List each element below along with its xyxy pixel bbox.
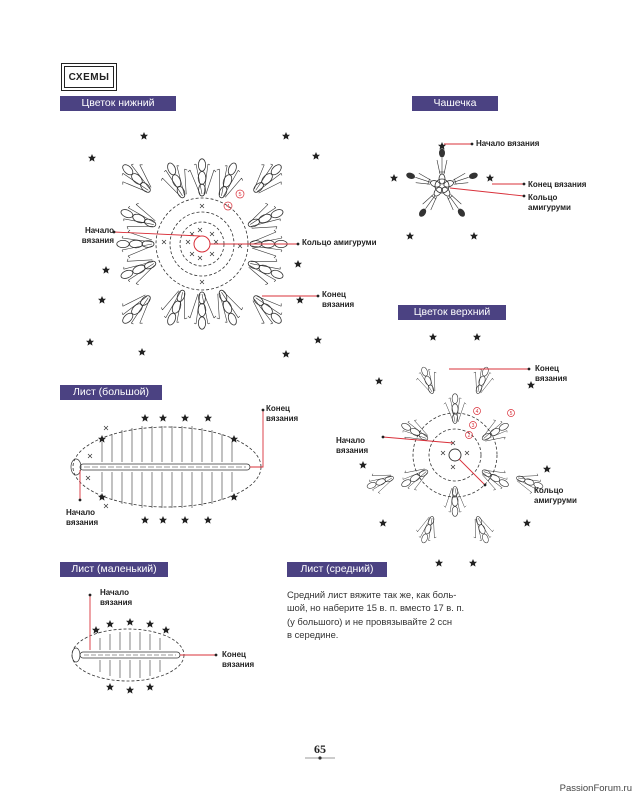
top-flower-ring-label: Кольцо амигуруми — [534, 486, 577, 505]
bottom-flower-title: Цветок нижний — [60, 96, 176, 111]
big-leaf-diagram — [70, 408, 265, 524]
cup-start-label: Начало вязания — [476, 139, 540, 148]
schemes-label: СХЕМЫ — [64, 66, 114, 88]
page-number: 65 — [314, 742, 326, 756]
top-flower-diagram: 4 5 2 3 — [359, 333, 551, 567]
bottom-flower-ring-label: Кольцо амигуруми — [302, 238, 377, 247]
medium-leaf-title: Лист (средний) — [287, 562, 387, 577]
svg-text:4: 4 — [226, 204, 229, 210]
svg-text:4: 4 — [476, 409, 479, 415]
medium-leaf-note: Средний лист вяжите так же, как боль- шо… — [287, 589, 465, 641]
page-ornament — [305, 756, 335, 760]
bottom-flower-start-label: Начало вязания — [81, 226, 114, 245]
top-flower-start-label: Начало вязания — [336, 436, 369, 455]
svg-text:5: 5 — [238, 192, 241, 198]
svg-text:5: 5 — [510, 411, 513, 417]
svg-text:3: 3 — [472, 423, 475, 429]
big-leaf-start-label: Начало вязания — [66, 508, 99, 527]
bottom-flower-diagram: 4 5 — [86, 132, 322, 358]
big-leaf-title: Лист (большой) — [60, 385, 162, 400]
cup-ring-label: Кольцо амигуруми — [528, 193, 571, 212]
small-leaf-diagram — [71, 593, 218, 694]
cup-diagram — [390, 142, 526, 240]
big-leaf-end-label: Конец вязания — [266, 404, 299, 423]
watermark: PassionForum.ru — [559, 783, 632, 794]
svg-text:2: 2 — [468, 433, 471, 439]
top-flower-title: Цветок верхний — [398, 305, 506, 320]
small-leaf-start-label: Начало вязания — [100, 588, 133, 607]
small-leaf-title: Лист (маленький) — [60, 562, 168, 577]
cup-end-label: Конец вязания — [528, 180, 587, 189]
small-leaf-end-label: Конец вязания — [222, 650, 255, 669]
bottom-flower-end-label: Конец вязания — [322, 290, 355, 309]
top-flower-end-label: Конец вязания — [535, 364, 568, 383]
cup-title: Чашечка — [412, 96, 498, 111]
